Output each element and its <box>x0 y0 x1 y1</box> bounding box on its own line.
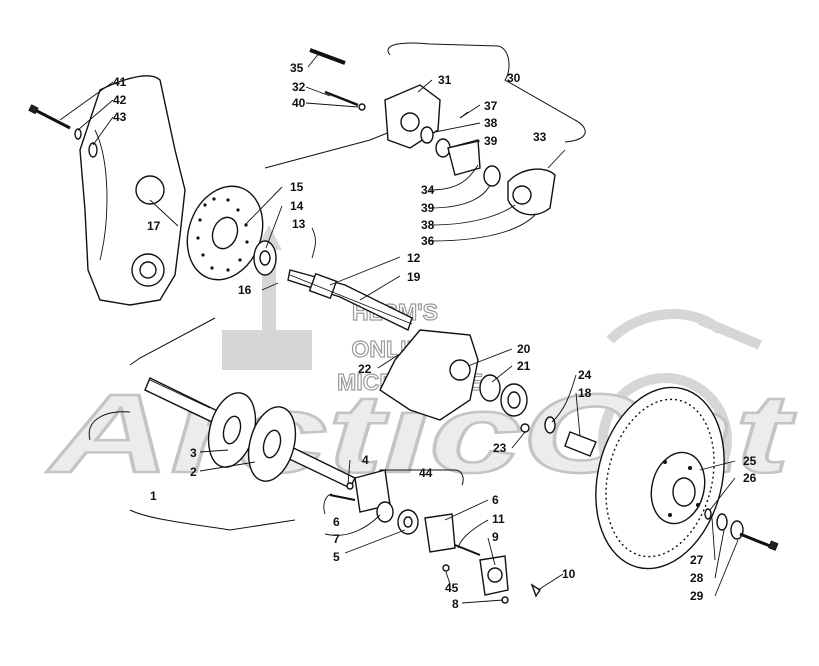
callout-39-lower: 39 <box>421 201 435 215</box>
callout-20: 20 <box>517 342 531 356</box>
callout-42: 42 <box>113 93 127 107</box>
callout-38-upper: 38 <box>484 116 498 130</box>
callout-41: 41 <box>113 75 127 89</box>
callout-11: 11 <box>492 512 505 526</box>
callout-28: 28 <box>690 571 704 585</box>
callout-10: 10 <box>562 567 576 581</box>
callout-34: 34 <box>421 183 435 197</box>
watermark-lighthouse <box>222 225 312 370</box>
chaincase-bolt <box>28 104 98 158</box>
callout-2: 2 <box>190 465 197 479</box>
axle-spacer <box>544 416 597 457</box>
callout-1: 1 <box>150 489 157 503</box>
callout-29: 29 <box>690 589 704 603</box>
callout-labels: 41 42 43 35 32 40 31 30 37 38 39 33 34 3… <box>113 61 757 611</box>
drive-sprocket-right <box>247 406 297 482</box>
callout-15: 15 <box>290 180 304 194</box>
brake-disc <box>186 185 264 281</box>
callout-38-lower: 38 <box>421 218 435 232</box>
callout-leaders <box>59 51 739 604</box>
callout-24: 24 <box>578 368 592 382</box>
callout-19: 19 <box>407 270 421 284</box>
callout-23: 23 <box>493 441 507 455</box>
callout-6-left: 6 <box>333 515 340 529</box>
callout-30: 30 <box>507 71 521 85</box>
callout-40: 40 <box>292 96 306 110</box>
callout-17: 17 <box>147 219 161 233</box>
callout-18: 18 <box>578 386 592 400</box>
callout-44: 44 <box>419 466 433 480</box>
disc-hub <box>253 240 277 276</box>
group-brackets <box>88 42 586 531</box>
bearing-housing <box>379 329 530 433</box>
drive-sprocket-left <box>207 392 257 468</box>
callout-16: 16 <box>238 283 252 297</box>
track-drive-shaft <box>144 377 356 489</box>
callout-33: 33 <box>533 130 547 144</box>
callout-25: 25 <box>743 454 757 468</box>
callout-31: 31 <box>438 73 452 87</box>
callout-45: 45 <box>445 581 459 595</box>
callout-37: 37 <box>484 99 498 113</box>
callout-35: 35 <box>290 61 304 75</box>
drive-shaft-upper <box>287 269 413 331</box>
callout-27: 27 <box>690 553 704 567</box>
callout-5: 5 <box>333 550 340 564</box>
chaincase-housing <box>79 75 186 306</box>
callout-4: 4 <box>362 453 369 467</box>
callout-39-upper: 39 <box>484 134 498 148</box>
lower-bearing-flange <box>442 544 541 604</box>
callout-26: 26 <box>743 471 757 485</box>
callout-36: 36 <box>421 234 435 248</box>
callout-43: 43 <box>113 110 127 124</box>
driven-sprocket-wheel <box>595 386 725 570</box>
wheel-fasteners <box>704 508 779 551</box>
bearing-flange-set <box>329 469 456 553</box>
callout-6-right: 6 <box>492 493 499 507</box>
callout-14: 14 <box>290 199 304 213</box>
callout-3: 3 <box>190 446 197 460</box>
callout-22: 22 <box>358 362 372 376</box>
callout-8: 8 <box>452 597 459 611</box>
caliper-assembly <box>309 48 566 216</box>
callout-7: 7 <box>333 532 340 546</box>
callout-9: 9 <box>492 530 499 544</box>
callout-21: 21 <box>517 359 531 373</box>
callout-32: 32 <box>292 80 306 94</box>
callout-13: 13 <box>292 217 306 231</box>
callout-12: 12 <box>407 251 421 265</box>
